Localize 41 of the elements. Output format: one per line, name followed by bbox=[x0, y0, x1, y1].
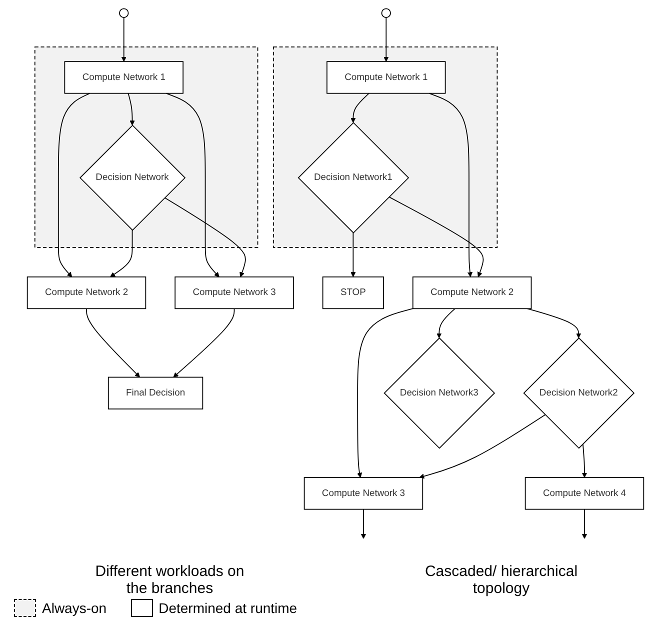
arrow bbox=[121, 17, 126, 62]
arrow bbox=[128, 92, 135, 126]
node-circle bbox=[119, 8, 129, 18]
arrow bbox=[436, 308, 456, 338]
arrow bbox=[164, 197, 246, 278]
arrow bbox=[173, 308, 235, 378]
arrow bbox=[86, 308, 140, 378]
node-box: Compute Network 3 bbox=[174, 276, 294, 310]
arrow bbox=[428, 92, 473, 278]
arrow bbox=[419, 414, 546, 479]
cluster bbox=[272, 46, 498, 248]
node-box: Compute Network 4 bbox=[524, 477, 644, 510]
node-diamond: Decision Network1 bbox=[298, 122, 410, 234]
arrow bbox=[384, 17, 389, 62]
arrow bbox=[166, 92, 220, 278]
arrow bbox=[388, 196, 484, 278]
cluster bbox=[34, 46, 258, 248]
node-box: Compute Network 1 bbox=[326, 61, 446, 94]
arrow bbox=[582, 508, 588, 539]
node-box: Compute Network 1 bbox=[64, 61, 184, 94]
node-diamond: Decision Network3 bbox=[384, 337, 496, 449]
legend-text: Always-on bbox=[42, 600, 107, 616]
node-diamond: Decision Network bbox=[79, 124, 186, 231]
arrow bbox=[58, 92, 90, 278]
node-diamond: Decision Network2 bbox=[523, 337, 635, 449]
arrow bbox=[582, 443, 588, 478]
legend-text: Determined at runtime bbox=[158, 600, 298, 616]
caption-text: Cascaded/ hierarchical topology bbox=[424, 563, 579, 597]
node-circle bbox=[381, 8, 391, 18]
arrow bbox=[350, 232, 356, 278]
arrow bbox=[350, 92, 370, 123]
caption-text: Different workloads on the branches bbox=[94, 563, 246, 597]
node-box: Compute Network 2 bbox=[26, 276, 146, 310]
node-box: STOP bbox=[322, 276, 384, 310]
node-box: Final Decision bbox=[108, 376, 204, 410]
arrow bbox=[110, 230, 133, 278]
node-box: Compute Network 3 bbox=[304, 477, 424, 510]
arrow bbox=[360, 508, 366, 539]
arrow bbox=[526, 308, 582, 338]
node-box: Compute Network 2 bbox=[412, 276, 532, 310]
arrow bbox=[357, 308, 414, 478]
